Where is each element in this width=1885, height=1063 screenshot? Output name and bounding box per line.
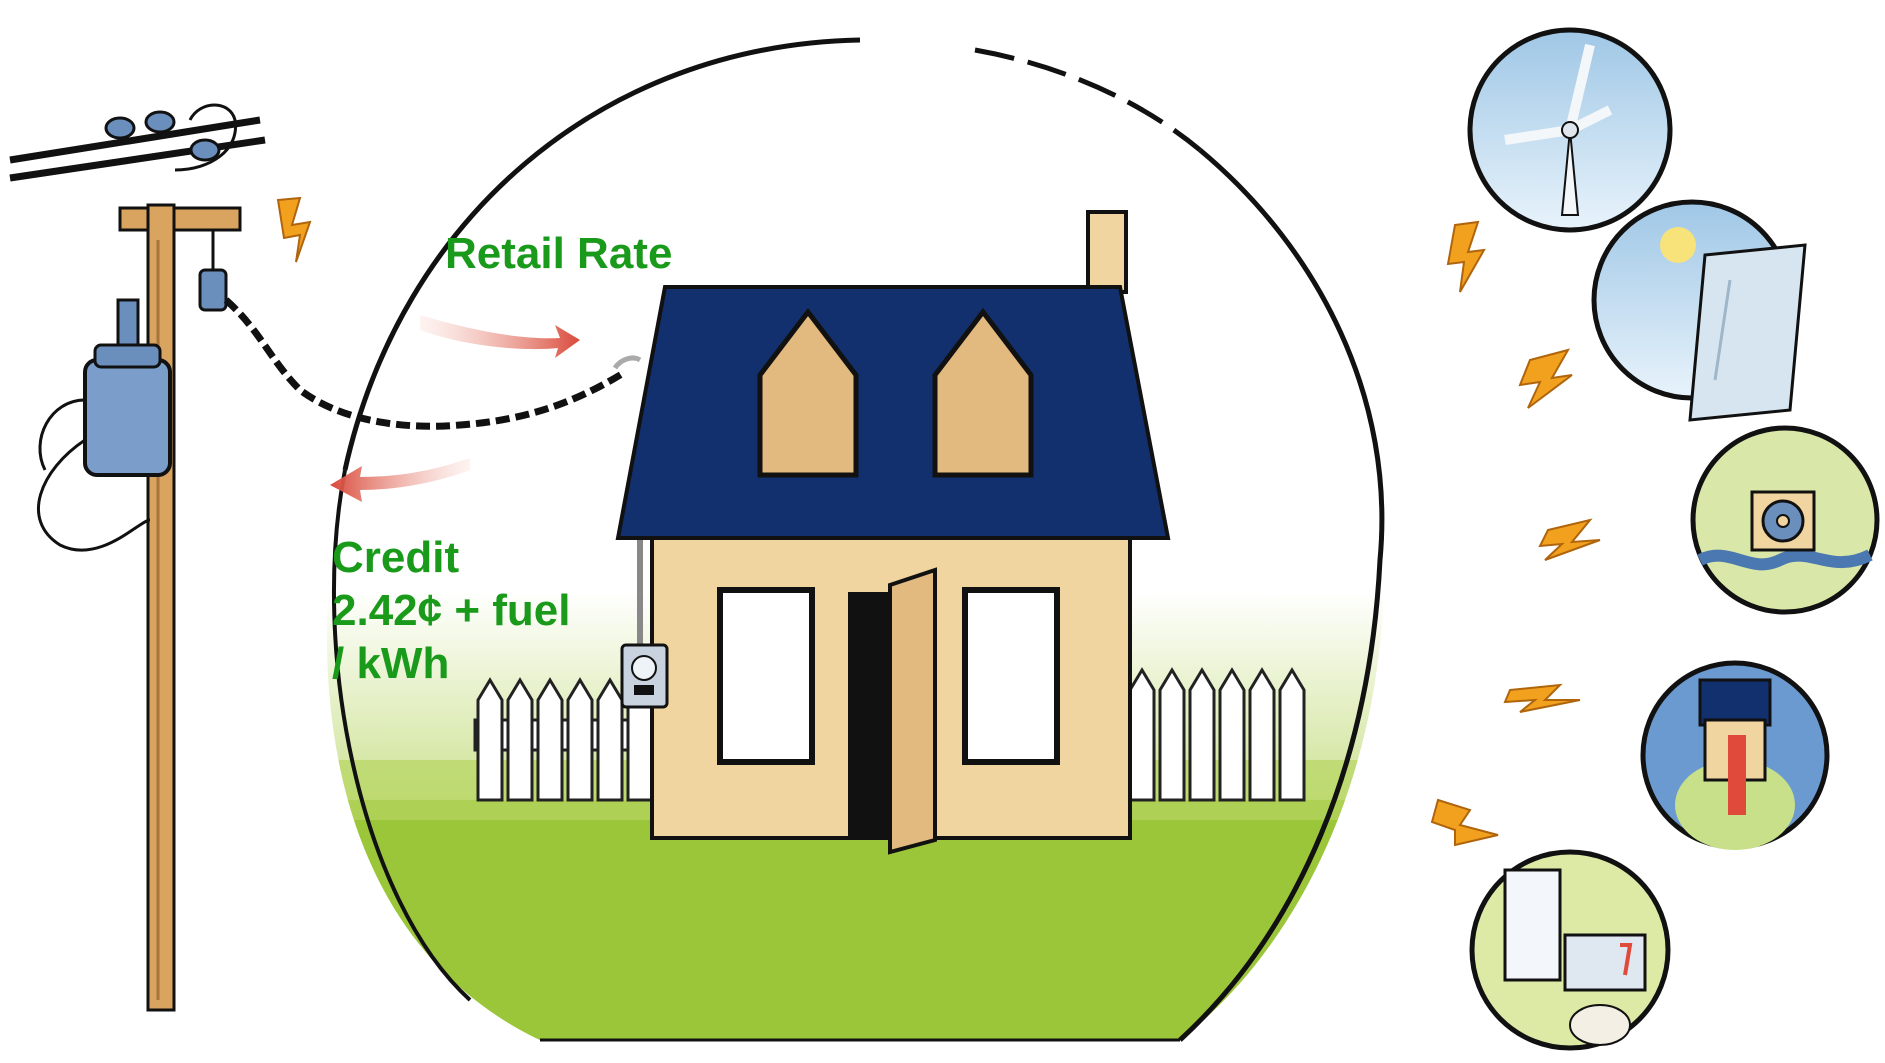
open-door <box>890 570 935 852</box>
bolt-icon <box>1540 520 1600 560</box>
wind-turbine-icon <box>1470 30 1670 230</box>
generator-icon <box>1472 852 1668 1048</box>
house-roof <box>618 287 1168 538</box>
bolt-icon <box>1505 685 1580 712</box>
water-turbine-icon <box>1693 428 1877 612</box>
credit-line-title: Credit <box>332 532 570 585</box>
credit-line-rate: 2.42¢ + fuel <box>332 585 570 638</box>
pole-insulator-icon <box>200 230 226 310</box>
bolt-icon <box>1432 800 1498 845</box>
bolt-icon <box>1448 222 1484 292</box>
credit-label: Credit 2.42¢ + fuel / kWh <box>332 532 570 690</box>
right-window <box>965 590 1057 762</box>
left-window <box>720 590 812 762</box>
house <box>615 212 1168 852</box>
chimney <box>1088 212 1126 292</box>
retail-rate-label: Retail Rate <box>445 228 672 281</box>
solar-panel-icon <box>1594 202 1805 420</box>
bolt-icon <box>1520 350 1572 408</box>
bolt-icon <box>278 198 310 262</box>
credit-line-unit: / kWh <box>332 638 570 691</box>
chp-building-icon <box>1643 663 1827 850</box>
